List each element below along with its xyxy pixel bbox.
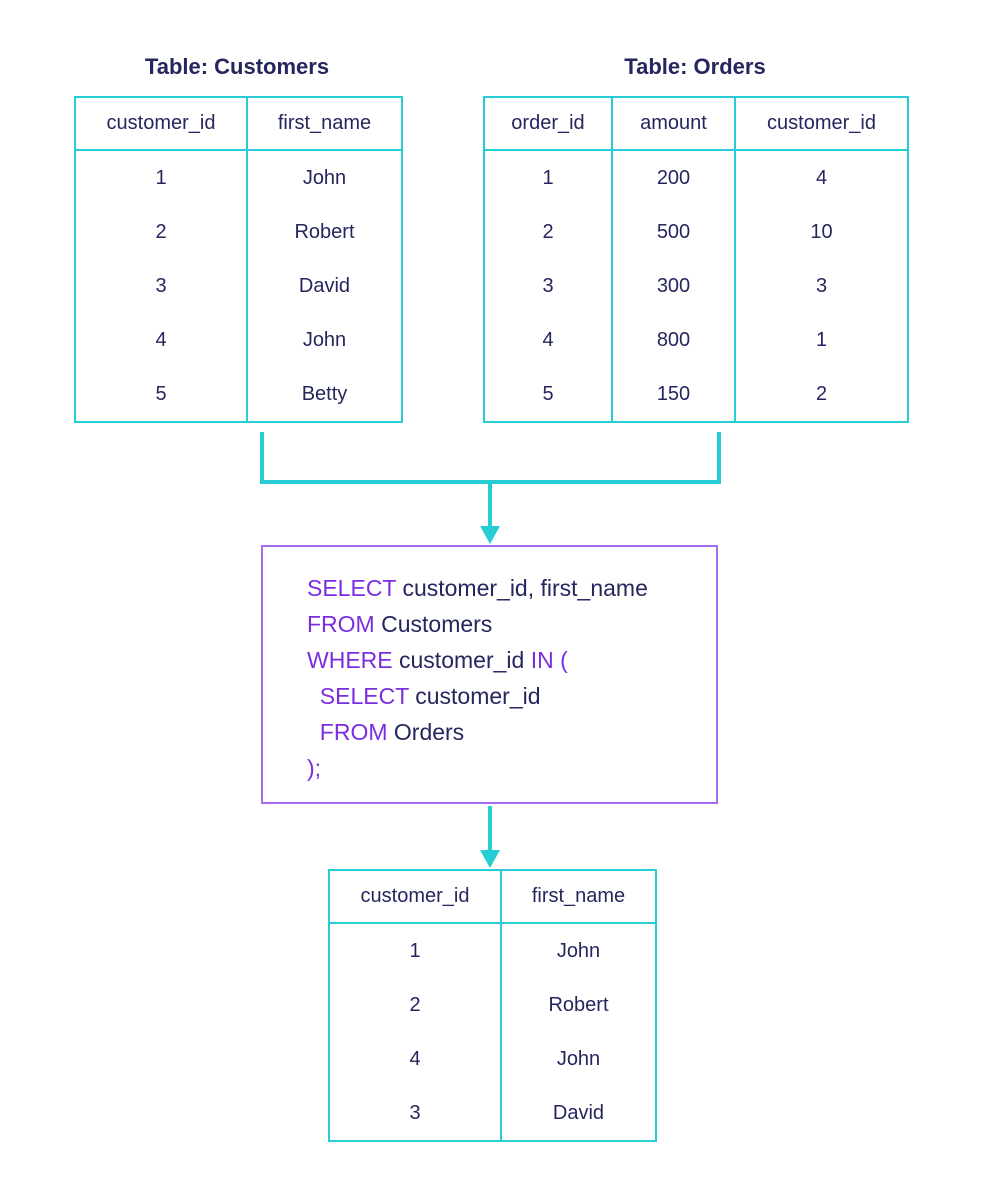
join-connector [260, 432, 721, 484]
cell: 150 [611, 367, 736, 422]
cell: 4 [734, 150, 909, 205]
cell: 500 [611, 205, 736, 259]
sql-text: customer_id, first_name [396, 575, 648, 601]
sql-text: customer_id [392, 647, 531, 673]
cell: 1 [328, 923, 502, 978]
cell: 4 [74, 313, 248, 367]
column-header-customer-id: customer_id [328, 870, 502, 924]
cell: 1 [734, 313, 909, 367]
column-header-customer-id: customer_id [74, 97, 248, 151]
cell: Betty [246, 367, 403, 422]
column-header-first-name: first_name [246, 97, 403, 151]
table-header-row: customer_id first_name [328, 870, 657, 924]
cell: 3 [328, 1086, 502, 1141]
customers-table-title: Table: Customers [144, 54, 330, 79]
sql-text: Customers [374, 611, 493, 637]
cell: 4 [328, 1032, 502, 1086]
cell: 1 [74, 150, 248, 205]
cell: 200 [611, 150, 736, 205]
table-header-row: order_id amount customer_id [483, 97, 909, 151]
sql-keyword: SELECT [307, 575, 397, 601]
column-header-amount: amount [611, 97, 736, 151]
cell: 5 [483, 367, 613, 422]
sql-closing: ); [307, 755, 322, 781]
sql-keyword: IN ( [530, 647, 568, 673]
arrow-to-query-head [480, 526, 500, 544]
column-header-order-id: order_id [483, 97, 613, 151]
arrow-to-result-head [480, 850, 500, 868]
sql-keyword: WHERE [307, 647, 393, 673]
cell: 10 [734, 205, 909, 259]
cell: John [500, 1032, 657, 1086]
cell: John [246, 313, 403, 367]
sql-text: customer_id [408, 683, 541, 709]
sql-query-code: SELECT customer_id, first_name FROM Cust… [307, 570, 648, 786]
cell: 4 [483, 313, 613, 367]
cell: 5 [74, 367, 248, 422]
cell: 300 [611, 259, 736, 313]
sql-query-box [261, 545, 718, 804]
orders-table-title: Table: Orders [624, 54, 766, 79]
sql-keyword: FROM [307, 611, 375, 637]
cell: 2 [734, 367, 909, 422]
cell: 2 [74, 205, 248, 259]
column-header-first-name: first_name [500, 870, 657, 924]
cell: 2 [483, 205, 613, 259]
sql-text: Orders [387, 719, 465, 745]
cell: 3 [74, 259, 248, 313]
column-header-customer-id: customer_id [734, 97, 909, 151]
cell: John [246, 150, 403, 205]
cell: John [500, 923, 657, 978]
cell: 800 [611, 313, 736, 367]
cell: 1 [483, 150, 613, 205]
cell: 2 [328, 978, 502, 1032]
sql-keyword: FROM [319, 719, 388, 745]
cell: 3 [734, 259, 909, 313]
cell: Robert [246, 205, 403, 259]
table-header-row: customer_id first_name [74, 97, 403, 151]
cell: David [246, 259, 403, 313]
cell: David [500, 1086, 657, 1141]
cell: Robert [500, 978, 657, 1032]
sql-keyword: SELECT [319, 683, 409, 709]
cell: 3 [483, 259, 613, 313]
